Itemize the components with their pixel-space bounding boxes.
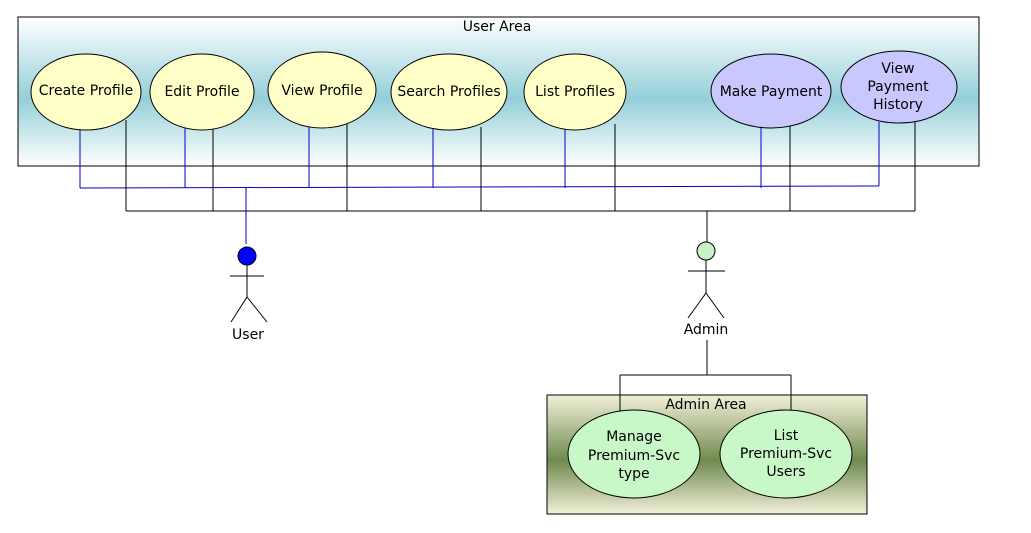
use-case-label: Search Profiles xyxy=(397,84,500,100)
use-case-view-payment-history[interactable]: View Payment History xyxy=(840,50,958,124)
user-connectors xyxy=(79,122,880,244)
admin-area-title: Admin Area xyxy=(665,397,746,413)
actor-label: Admin xyxy=(684,322,729,338)
use-case-manage-premium-svc-type[interactable]: Manage Premium-Svc type xyxy=(567,409,701,499)
use-case-search-profiles[interactable]: Search Profiles xyxy=(390,53,508,131)
use-case-label: History xyxy=(873,97,923,113)
use-case-label: Premium-Svc xyxy=(740,446,832,462)
use-case-label: List xyxy=(774,428,799,444)
use-case-label: Users xyxy=(766,464,805,480)
use-case-label: View xyxy=(881,61,914,77)
use-case-label: List Profiles xyxy=(535,84,615,100)
use-case-label: Create Profile xyxy=(39,83,134,99)
use-case-label: Payment xyxy=(867,79,929,95)
use-case-list-profiles[interactable]: List Profiles xyxy=(523,53,627,131)
use-case-label: Manage xyxy=(606,429,662,445)
actor-admin[interactable]: Admin xyxy=(684,241,729,338)
use-case-list-premium-svc-users[interactable]: List Premium-Svc Users xyxy=(719,409,853,499)
use-case-label: Edit Profile xyxy=(164,84,239,100)
use-case-make-payment[interactable]: Make Payment xyxy=(710,53,832,129)
use-case-label: Premium-Svc xyxy=(588,448,680,464)
use-case-label: View Profile xyxy=(281,83,362,99)
actor-label: User xyxy=(232,327,264,343)
use-case-create-profile[interactable]: Create Profile xyxy=(30,53,142,131)
actor-user[interactable]: User xyxy=(230,246,268,343)
use-case-view-profile[interactable]: View Profile xyxy=(267,51,377,129)
use-case-label: Make Payment xyxy=(720,84,823,100)
admin-connectors xyxy=(125,120,916,414)
user-area-title: User Area xyxy=(463,19,532,35)
actor-head-icon xyxy=(696,241,716,261)
use-case-label: type xyxy=(618,466,649,482)
use-case-edit-profile[interactable]: Edit Profile xyxy=(149,53,255,131)
actor-head-icon xyxy=(237,246,257,266)
